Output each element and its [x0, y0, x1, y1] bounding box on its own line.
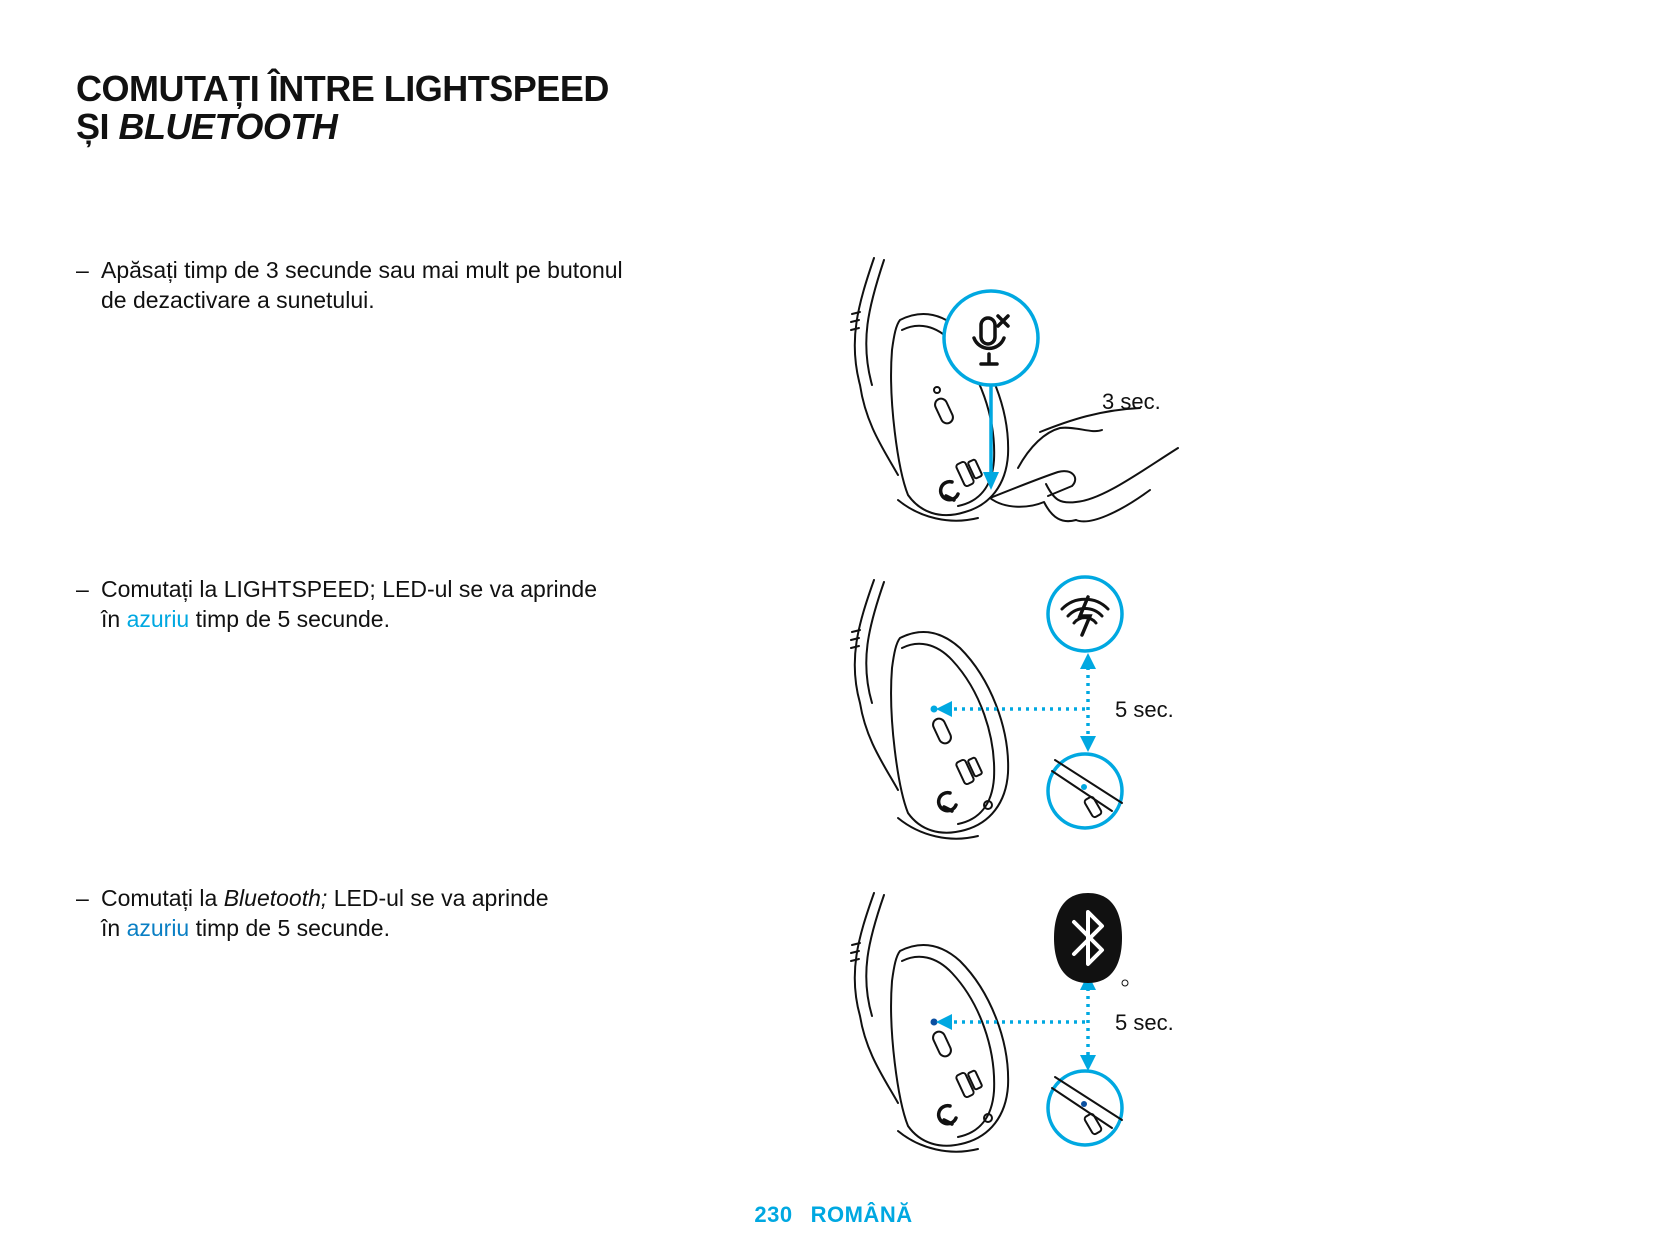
lightspeed-icon	[1060, 595, 1110, 637]
figure-mute-press: 3 sec.	[840, 250, 1210, 540]
headset-icon	[850, 892, 1010, 1153]
color-word-azure: azuriu	[126, 915, 190, 941]
step-line-1-suffix: LED-ul se va aprinde	[327, 885, 549, 911]
title-line-2-prefix: ȘI	[76, 106, 119, 147]
duration-label: 3 sec.	[1102, 389, 1161, 414]
step-line-2-prefix: în	[101, 915, 127, 941]
hand-icon	[989, 407, 1179, 523]
step-line-1: Apăsați timp de 3 secunde sau mai mult p…	[101, 257, 623, 283]
page-footer: 230 ROMÂNĂ	[0, 1202, 1667, 1228]
step-dash: –	[76, 257, 89, 283]
step-text: Comutați la Bluetooth; LED-ul se va apri…	[101, 883, 721, 943]
pointer-arrowhead	[936, 1014, 952, 1030]
led-indicator	[930, 705, 938, 713]
step-line-2-suffix: timp de 5 secunde.	[189, 915, 390, 941]
headset-icon	[850, 579, 1010, 840]
bluetooth-icon	[1054, 893, 1129, 987]
step-line-1: Comutați la LIGHTSPEED; LED-ul se va apr…	[101, 576, 597, 602]
step-line-1-italic: Bluetooth;	[223, 885, 328, 911]
mute-callout-circle	[942, 289, 1040, 387]
arrow-down-icon	[1080, 1055, 1096, 1071]
arrow-down-icon	[1080, 736, 1096, 752]
headset-bluetooth-illustration: 5 sec.	[850, 892, 1174, 1153]
headset-mute-illustration: 3 sec.	[850, 257, 1179, 523]
page-number: 230	[754, 1202, 793, 1227]
duration-label: 5 sec.	[1115, 697, 1174, 722]
color-word-azure: azuriu	[126, 606, 190, 632]
callout-arrowhead	[983, 472, 999, 490]
language-label: ROMÂNĂ	[810, 1202, 913, 1227]
step-text: Apăsați timp de 3 secunde sau mai mult p…	[101, 255, 721, 315]
led-closeup-dot	[1081, 784, 1087, 790]
page-title: COMUTAȚI ÎNTRE LIGHTSPEED ȘI BLUETOOTH	[76, 70, 609, 146]
pointer-arrowhead	[936, 701, 952, 717]
step-line-2-prefix: în	[101, 606, 127, 632]
figure-bluetooth: 5 sec.	[840, 888, 1210, 1158]
led-closeup-dot	[1081, 1101, 1087, 1107]
led-closeup-icon	[1051, 759, 1123, 819]
title-line-2-italic: BLUETOOTH	[118, 106, 338, 147]
led-indicator	[930, 1018, 938, 1026]
step-line-2: de dezactivare a sunetului.	[101, 287, 375, 313]
duration-label: 5 sec.	[1115, 1010, 1174, 1035]
lightspeed-callout-circle	[1046, 575, 1124, 653]
led-closeup-icon	[1051, 1076, 1123, 1136]
step-line-1-prefix: Comutați la	[101, 885, 224, 911]
arrow-up-icon	[1080, 653, 1096, 669]
led-callout-circle	[1046, 1069, 1124, 1147]
step-line-2-suffix: timp de 5 secunde.	[189, 606, 390, 632]
headset-lightspeed-illustration: 5 sec.	[850, 575, 1174, 840]
step-text: Comutați la LIGHTSPEED; LED-ul se va apr…	[101, 574, 721, 634]
step-dash: –	[76, 885, 89, 911]
mic-mute-icon	[972, 314, 1010, 366]
figure-lightspeed: 5 sec.	[840, 575, 1210, 845]
step-dash: –	[76, 576, 89, 602]
title-line-1: COMUTAȚI ÎNTRE LIGHTSPEED	[76, 68, 609, 109]
led-callout-circle	[1046, 752, 1124, 830]
